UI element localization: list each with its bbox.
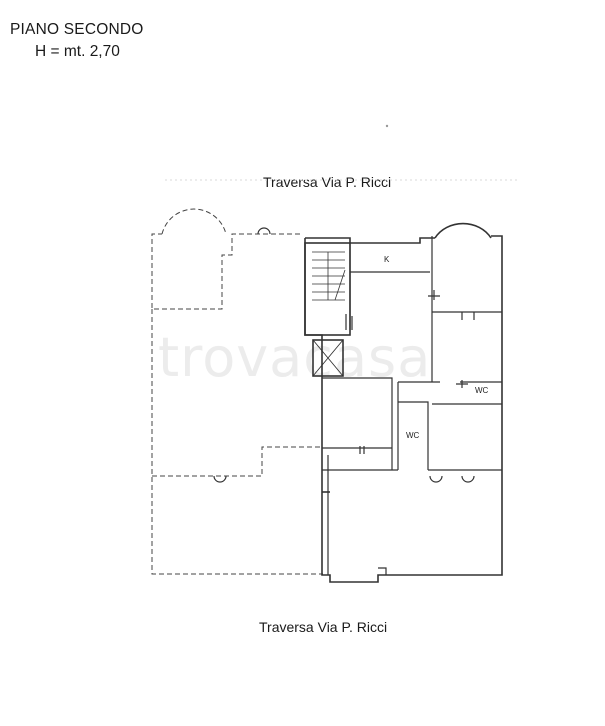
apartment-walls (304, 222, 503, 583)
window-arc-top (257, 227, 271, 235)
street-label-top: Traversa Via P. Ricci (263, 174, 392, 190)
ceiling-height-label: H = mt. 2,70 (35, 43, 120, 60)
terrace-upper-edge (151, 233, 300, 310)
speck (385, 124, 389, 128)
outer-wall-top (305, 237, 435, 244)
floor-title: PIANO SECONDO (10, 21, 144, 38)
window-arc-bottom-right (461, 475, 475, 483)
terrace-left-edge (151, 309, 323, 575)
street-label-bottom: Traversa Via P. Ricci (259, 619, 388, 635)
stairwell (304, 242, 351, 336)
window-markers (213, 227, 475, 575)
outer-wall-right (304, 235, 503, 583)
terrace-mid-edge (152, 446, 322, 477)
bay-window-right (434, 222, 492, 239)
window-arc-bottom-left (213, 475, 227, 483)
kitchen-label: K (384, 255, 390, 264)
terrace-outline (151, 208, 323, 575)
wc-label-2: WC (406, 431, 420, 440)
wc-label-1: WC (475, 386, 489, 395)
elevator-shaft (312, 339, 344, 377)
terrace-bay-arc (161, 208, 227, 235)
window-arc-bottom-mid (429, 475, 443, 483)
